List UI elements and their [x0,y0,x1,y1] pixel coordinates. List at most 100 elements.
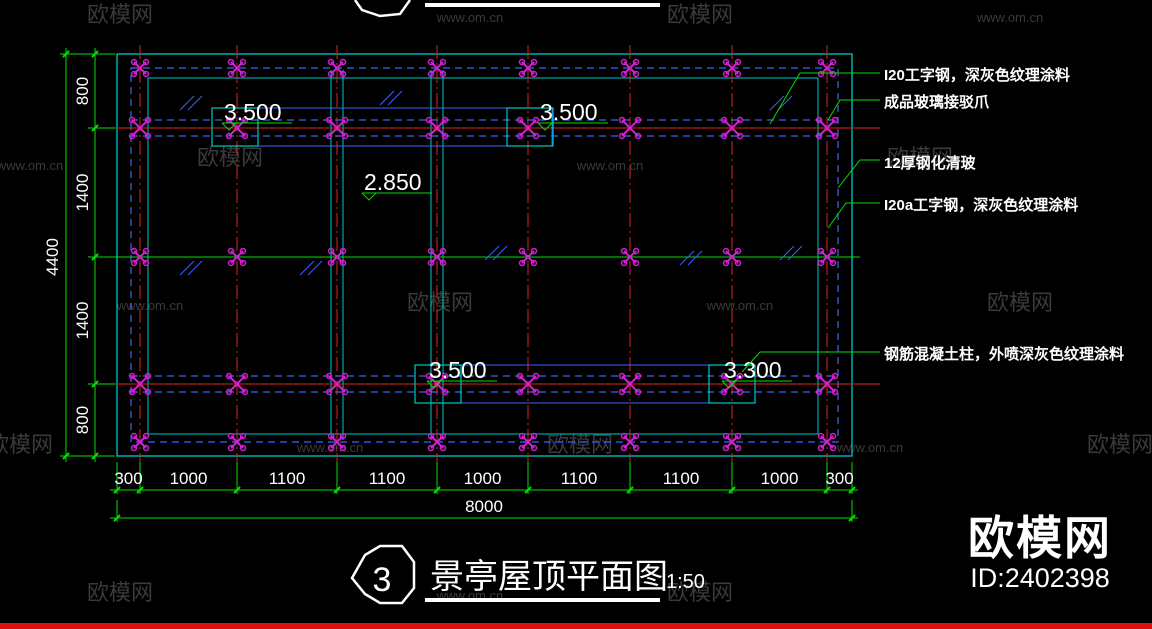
fitting-bolt [518,259,526,267]
dimension-tick [136,486,144,494]
glass-spider-fitting [427,432,447,452]
fitting-bolt [530,70,538,78]
fitting-bolt [815,388,823,396]
glass-spider-fitting [227,432,247,452]
fitting-bolt [325,388,333,396]
roof-outline [116,53,853,457]
fitting-bolt [632,432,640,440]
fitting-arm [731,61,739,69]
fitting-arm [527,119,537,129]
fitting-arm [621,383,631,393]
fitting-arm [336,441,344,449]
glass-spider-fitting [722,247,742,267]
fitting-arm [725,256,733,264]
fitting-arm [236,435,244,443]
fitting-arm [731,441,739,449]
fitting-bolt [632,58,640,66]
annotation-text: I20a工字钢，深灰色纹理涂料 [884,196,1078,214]
fitting-bolt [734,259,742,267]
fitting-arm [230,67,238,75]
fitting-arm [818,383,828,393]
watermark-url: www.om.cn [706,298,773,313]
watermark-url: www.om.cn [296,440,363,455]
fitting-arm [236,250,244,258]
structure-grid [95,45,880,470]
fitting-bolt [441,132,449,140]
watermark-logo: 欧模网 [197,145,263,170]
fitting-bolt [831,388,839,396]
glass-spider-fitting [516,372,540,396]
dimension-tick [728,486,736,494]
fitting-arm [519,127,529,137]
fitting-bolt [130,432,138,440]
fitting-bolt [239,432,247,440]
fitting-bolt [632,444,640,452]
glass-hatch [679,250,695,266]
glass-spider-fitting [620,247,640,267]
dimension-text-total: 4400 [43,238,62,276]
dimension-tick [91,124,99,132]
glass-spider-fitting [425,116,449,140]
fitting-bolt [225,388,233,396]
glass-hatch [307,260,323,276]
fitting-arm [629,375,639,385]
fitting-bolt [339,247,347,255]
glass-spider-fitting [620,58,640,78]
fitting-bolt [439,259,447,267]
fitting-arm [336,375,346,385]
fitting-bolt [144,388,152,396]
fitting-bolt [130,58,138,66]
fitting-arm [826,435,834,443]
fitting-bolt [425,132,433,140]
fitting-bolt [227,70,235,78]
glass-spider-fitting [518,58,538,78]
fitting-bolt [829,432,837,440]
fitting-bolt [327,70,335,78]
dimension-text: 1400 [73,302,92,340]
fitting-bolt [239,58,247,66]
dimension-text: 1000 [464,469,502,488]
fitting-bolt [227,247,235,255]
fitting-bolt [425,116,433,124]
fitting-arm [826,375,836,385]
fitting-bolt [618,372,626,380]
fitting-arm [328,119,338,129]
fitting-arm [236,256,244,264]
fitting-bolt [815,132,823,140]
elevation-symbol [221,122,237,131]
fitting-bolt [130,70,138,78]
elevation-symbol [361,192,377,201]
fitting-arm [133,435,141,443]
fitting-bolt [720,388,728,396]
dimension-text: 300 [114,469,142,488]
fitting-arm [139,383,149,393]
fitting-bolt [530,259,538,267]
glass-hatch [379,90,395,106]
fitting-bolt [817,70,825,78]
fitting-arm [731,127,741,137]
glass-spider-fitting [327,432,347,452]
brand-logo: 欧模网 ID:2402398 [968,513,1112,593]
fitting-arm [230,250,238,258]
fitting-arm [133,256,141,264]
glass-spider-fitting [427,247,447,267]
fitting-arm [527,383,537,393]
fitting-bolt [225,132,233,140]
glass-spider-fitting [516,116,540,140]
watermark-url: www.om.cn [436,10,503,25]
fitting-arm [139,435,147,443]
fitting-bolt [722,247,730,255]
glass-hatch [187,260,203,276]
fitting-bolt [632,70,640,78]
fitting-bolt [817,58,825,66]
dimension-tick [823,486,831,494]
glass-spider-fitting [227,58,247,78]
column-box [211,107,259,147]
glass-hatch [179,260,195,276]
watermark-logo: 欧模网 [987,290,1053,315]
fitting-arm [818,119,828,129]
fitting-bolt [427,58,435,66]
watermark-logo: 欧模网 [547,432,613,457]
